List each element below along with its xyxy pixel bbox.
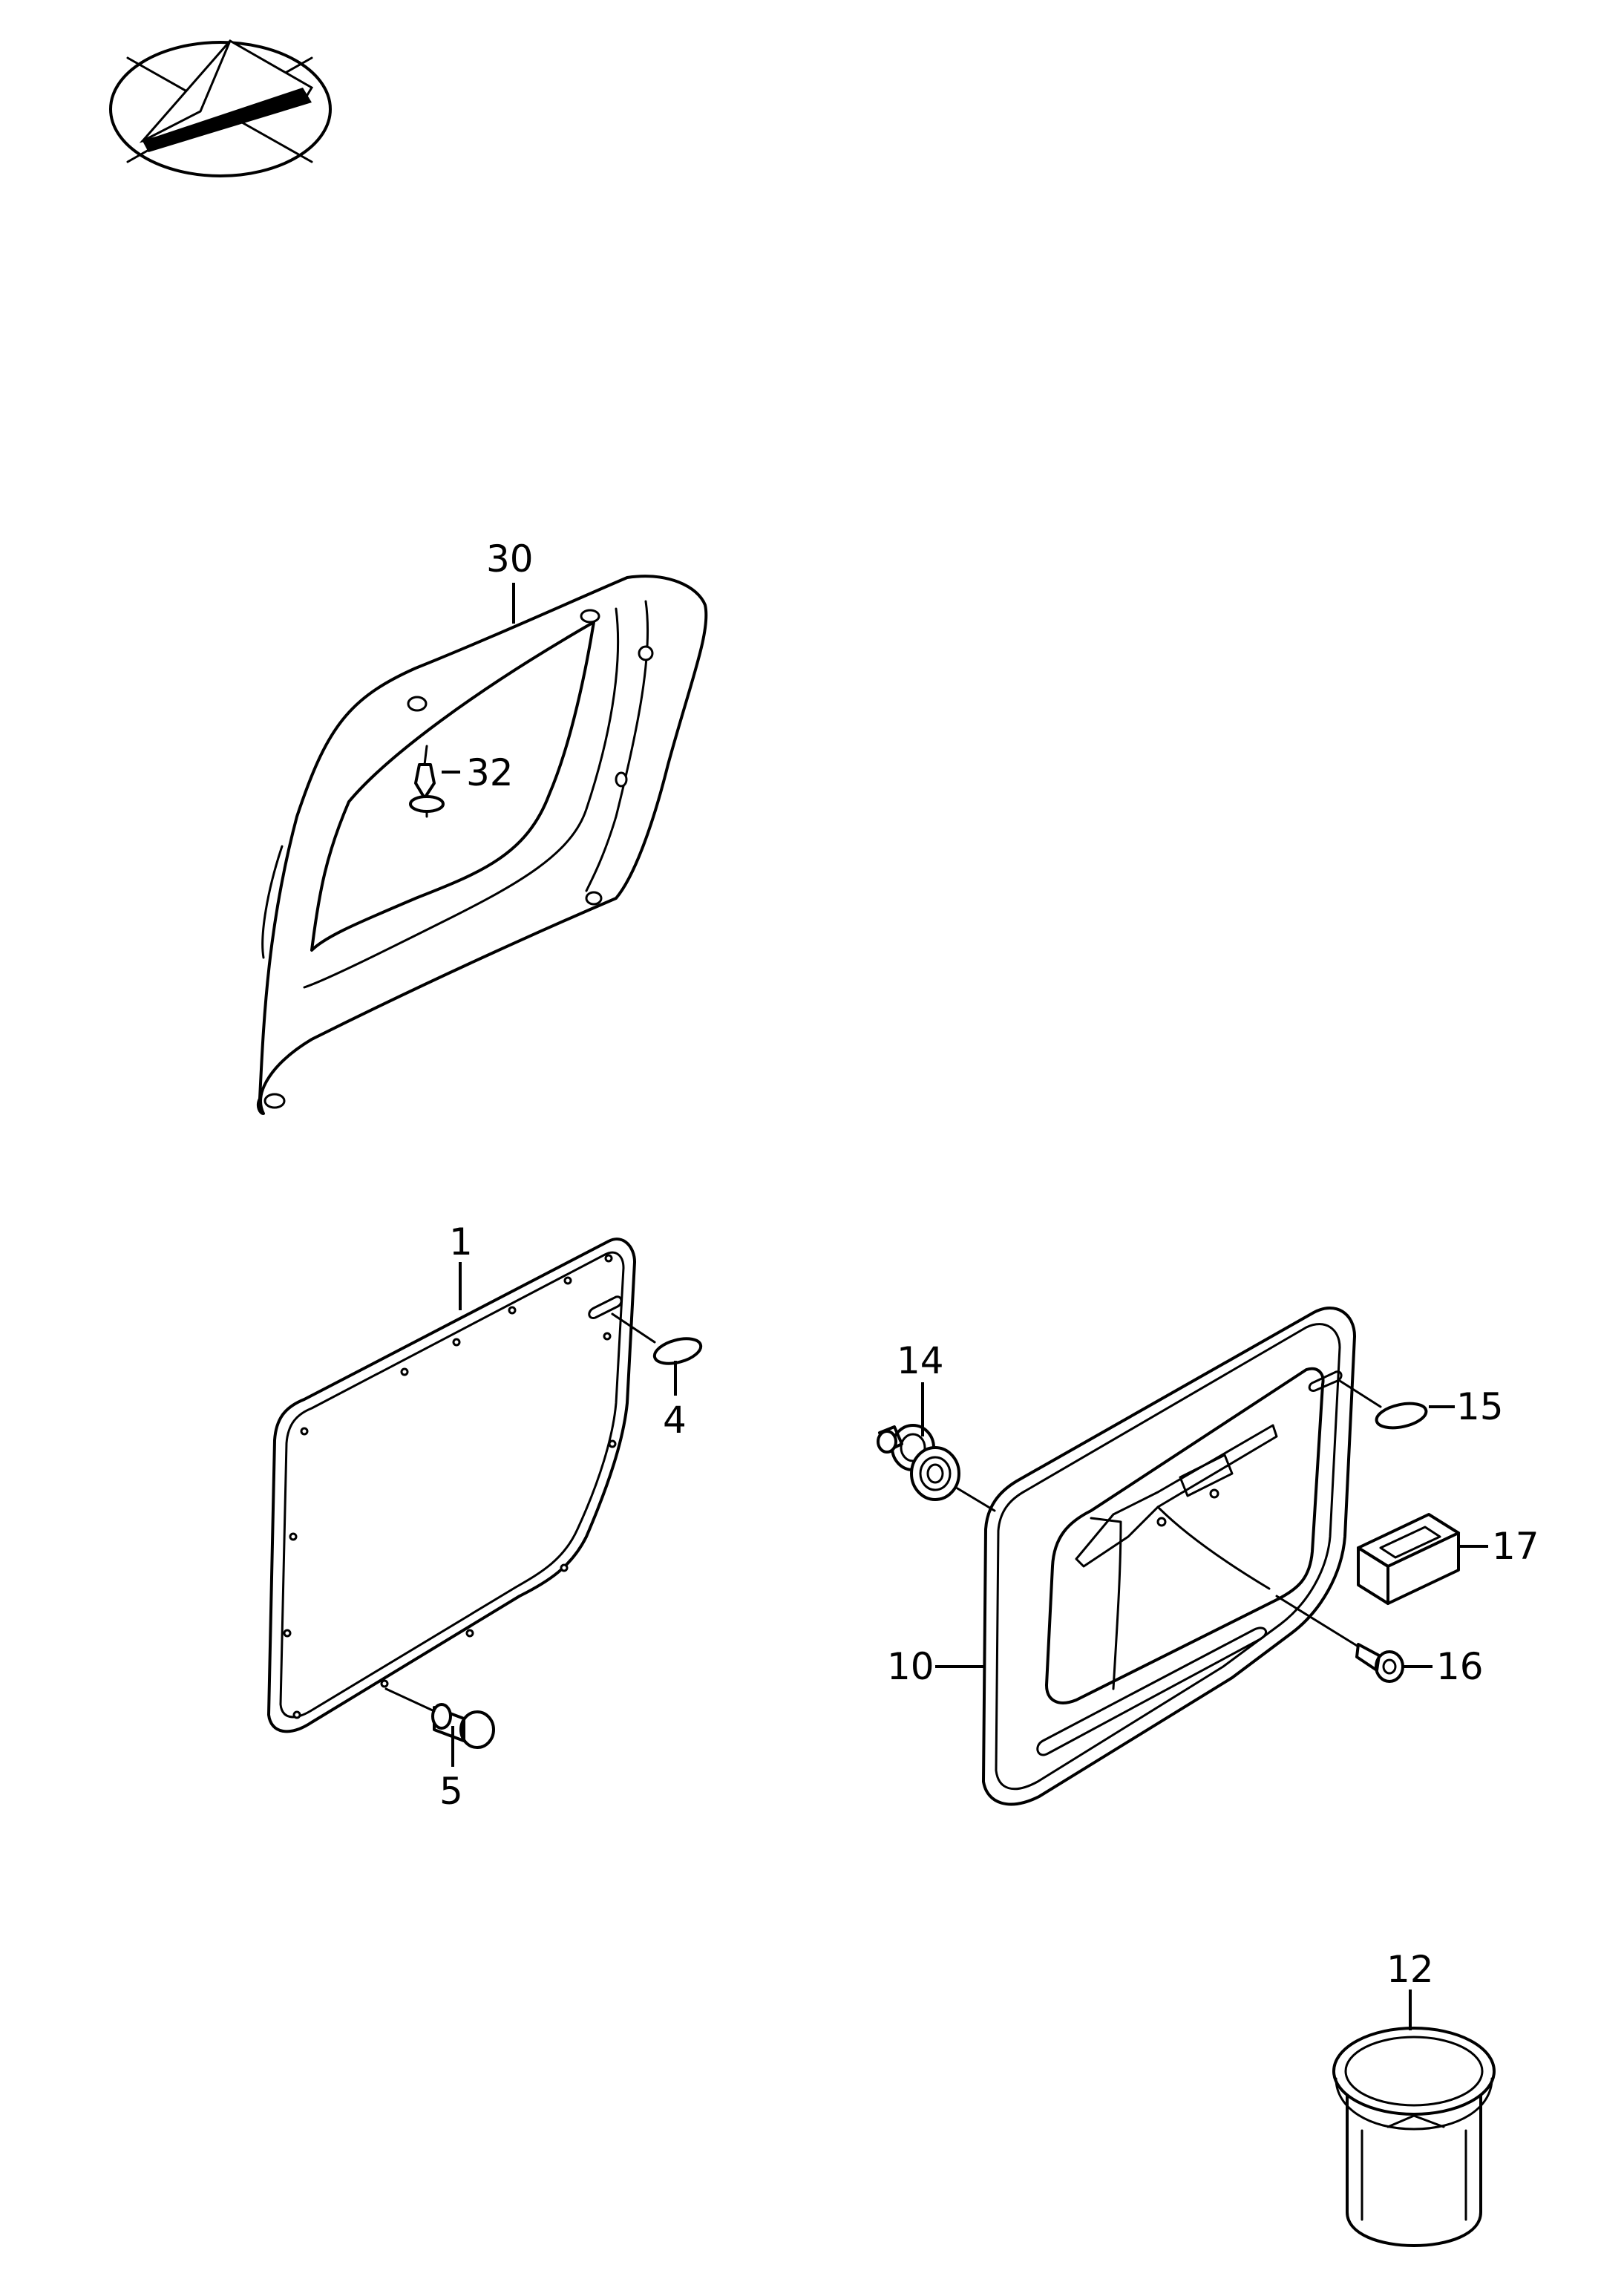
part-17-block: [1357, 1513, 1460, 1605]
part-30-frame: [256, 575, 708, 1115]
callout-14: 14: [897, 1339, 944, 1382]
part-16-screw: [1275, 1595, 1404, 1683]
part-15-plug: [1338, 1379, 1428, 1430]
panel-1-holes: [283, 1254, 617, 1719]
callout-30: 30: [486, 537, 534, 581]
part-10-trim-panel: [982, 1307, 1356, 1806]
part-4-plug: [611, 1312, 703, 1365]
leader-lines: [442, 583, 1488, 2030]
part-14-clips: [877, 1424, 996, 1512]
part-32-clip: [409, 745, 445, 818]
callout-labels: 30 32 1 4 5 14 15 17 10 16 12: [439, 537, 1539, 1991]
callout-16: 16: [1436, 1645, 1484, 1688]
orientation-arrow-icon: [109, 39, 332, 177]
callout-1: 1: [449, 1220, 473, 1263]
callout-32: 32: [466, 751, 514, 794]
callout-15: 15: [1456, 1385, 1504, 1428]
callout-10: 10: [887, 1645, 934, 1688]
part-12-container: [1332, 2027, 1496, 2247]
part-1-panel: [267, 1238, 636, 1733]
part-5-fastener: [384, 1687, 495, 1749]
callout-5: 5: [439, 1770, 463, 1813]
callout-4: 4: [663, 1399, 687, 1442]
callout-17: 17: [1492, 1525, 1539, 1568]
callout-12: 12: [1386, 1948, 1434, 1991]
